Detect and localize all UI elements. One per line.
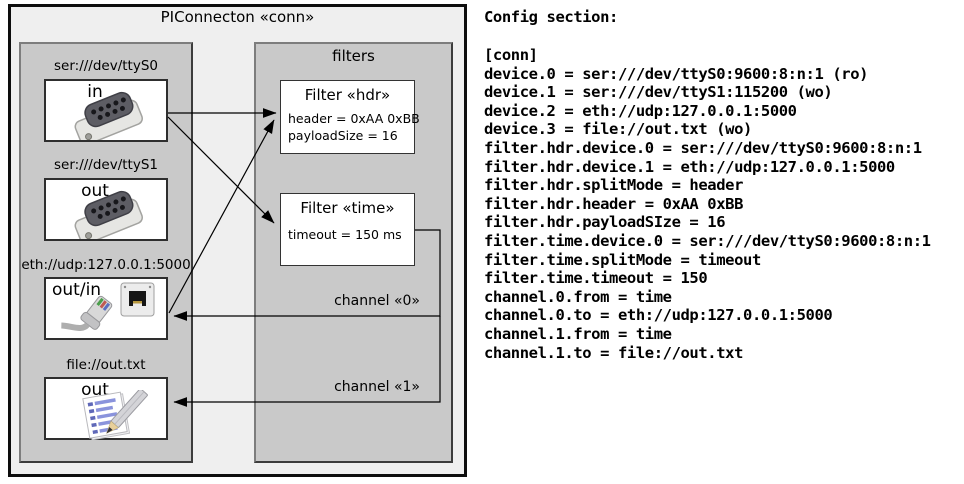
config-heading: Config section: [484, 8, 618, 26]
device-box-ttys0: in [44, 79, 168, 142]
config-line: device.2 = eth://udp:127.0.0.1:5000 [484, 101, 797, 120]
filter-time-timeout-property: timeout = 150 ms [288, 227, 402, 242]
filter-hdr-title: Filter «hdr» [304, 86, 391, 104]
device-label-ttys1: ser:///dev/ttyS1 [54, 157, 158, 173]
config-line: device.1 = ser:///dev/ttyS1:115200 (wo) [484, 83, 833, 102]
config-line: filter.hdr.splitMode = header [484, 176, 744, 195]
filter-hdr-box: Filter «hdr» header = 0xAA 0xBB payloadS… [280, 80, 420, 154]
device-box-eth: out/in [44, 277, 168, 340]
device-label-ttys0: ser:///dev/ttyS0 [54, 58, 158, 74]
config-line: channel.1.to = file://out.txt [484, 343, 744, 362]
config-line: device.0 = ser:///dev/ttyS0:9600:8:n:1 (… [484, 64, 869, 83]
config-line: filter.hdr.payloadSIze = 16 [484, 213, 726, 232]
channel-1-label: channel «1» [334, 379, 420, 395]
config-lines: [conn]device.0 = ser:///dev/ttyS0:9600:8… [484, 46, 931, 362]
serial-connector-icon [74, 91, 143, 140]
filter-time-title: Filter «time» [300, 199, 395, 217]
device-box-file: out [44, 377, 168, 440]
config-line: filter.time.timeout = 150 [484, 269, 708, 288]
filter-time-box: Filter «time» timeout = 150 ms [280, 193, 415, 266]
device-direction: out [81, 181, 109, 201]
channel-0-label: channel «0» [334, 293, 420, 309]
device-label-file: file://out.txt [66, 357, 146, 373]
notepad-pencil-icon [82, 390, 148, 440]
config-line: filter.hdr.device.0 = ser:///dev/ttyS0:9… [484, 138, 922, 157]
filter-hdr-payloadsize-property: payloadSize = 16 [288, 128, 398, 143]
config-line: filter.hdr.header = 0xAA 0xBB [484, 194, 744, 213]
config-line: channel.0.from = time [484, 287, 672, 306]
serial-connector-icon [74, 190, 143, 239]
device-direction: in [87, 82, 103, 102]
config-line: filter.hdr.device.1 = eth://udp:127.0.0.… [484, 157, 895, 176]
config-line: [conn] [484, 46, 538, 64]
config-line: channel.0.to = eth://udp:127.0.0.1:5000 [484, 306, 833, 325]
filters-panel-title: filters [332, 47, 375, 65]
device-direction: out/in [52, 280, 102, 300]
config-line: filter.time.device.0 = ser:///dev/ttyS0:… [484, 231, 931, 250]
ethernet-plug-icon [61, 295, 113, 331]
config-line: filter.time.splitMode = timeout [484, 250, 761, 269]
config-line: device.3 = file://out.txt (wo) [484, 120, 752, 139]
device-label-eth: eth://udp:127.0.0.1:5000 [21, 257, 191, 273]
config-line: channel.1.from = time [484, 324, 672, 343]
device-box-ttys1: out [44, 178, 168, 241]
ethernet-jack-icon [120, 282, 155, 317]
filter-hdr-header-property: header = 0xAA 0xBB [288, 111, 420, 126]
diagram-title: PIConnecton «conn» [160, 8, 315, 26]
